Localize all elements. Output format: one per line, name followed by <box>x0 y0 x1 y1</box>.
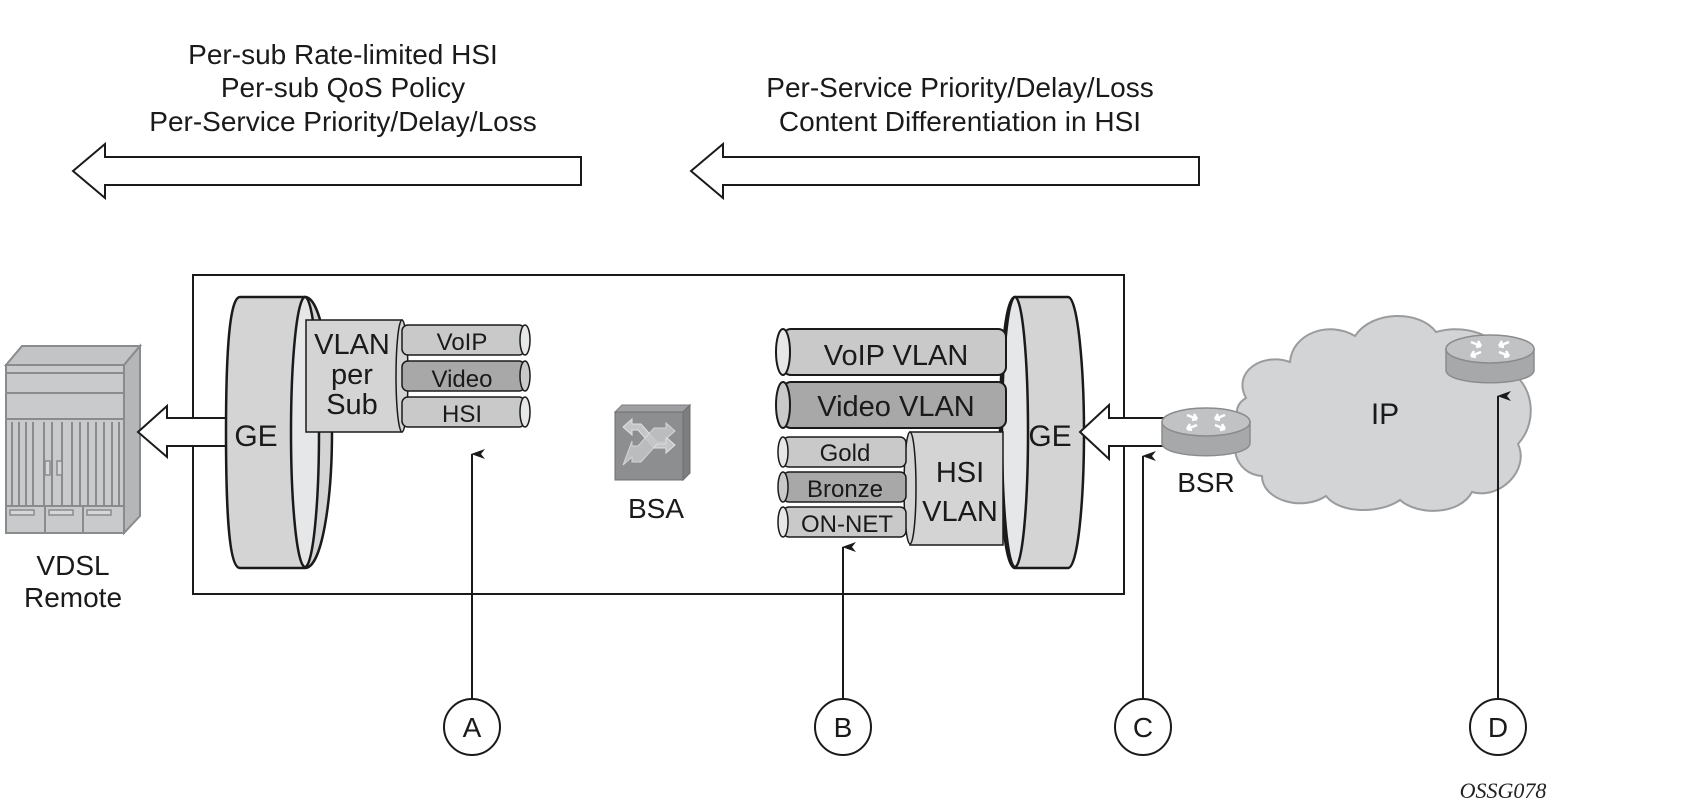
service-vlan-label-voip: VoIP VLAN <box>824 340 969 372</box>
vlan-per-sub-line-3: Sub <box>326 389 378 421</box>
ip-core-router-icon[interactable] <box>1445 334 1535 384</box>
hsi-vlan-cylinder[interactable] <box>903 431 1004 546</box>
left-annotation: Per-sub Rate-limited HSI Per-sub QoS Pol… <box>149 39 536 137</box>
hsi-class-tube-gold[interactable] <box>777 436 907 468</box>
marker-b[interactable]: B <box>814 698 872 756</box>
marker-c[interactable]: C <box>1114 698 1172 756</box>
left-annotation-line-3: Per-Service Priority/Delay/Loss <box>149 106 536 137</box>
right-annotation-line-1: Per-Service Priority/Delay/Loss <box>766 72 1153 103</box>
left-annotation-line-2: Per-sub QoS Policy <box>221 72 465 103</box>
right-flow-arrow <box>689 141 1200 201</box>
hsi-vlan-line-1: HSI <box>936 457 984 489</box>
sub-service-tube-hsi[interactable] <box>401 396 531 428</box>
sub-service-label-hsi: HSI <box>442 401 482 428</box>
bsr-to-ge-arrow <box>1078 402 1164 462</box>
vdsl-remote-icon[interactable] <box>3 343 143 536</box>
left-annotation-line-1: Per-sub Rate-limited HSI <box>188 39 498 70</box>
sub-service-label-voip: VoIP <box>437 329 488 356</box>
sub-service-label-video: Video <box>432 366 493 393</box>
marker-d-label: D <box>1488 712 1508 743</box>
marker-a-label: A <box>463 712 482 743</box>
vdsl-label-line-2: Remote <box>24 582 122 613</box>
right-ge-disc[interactable] <box>998 295 1086 570</box>
sub-service-tube-video[interactable] <box>401 360 531 392</box>
vlan-per-sub-line-2: per <box>331 359 373 391</box>
hsi-class-tube-on-net[interactable] <box>777 506 907 538</box>
left-ge-label: GE <box>234 420 277 453</box>
bsr-router-icon[interactable] <box>1161 407 1251 457</box>
marker-c-label: C <box>1133 712 1153 743</box>
sub-service-tube-voip[interactable] <box>401 324 531 356</box>
hsi-class-tube-bronze[interactable] <box>777 471 907 503</box>
hsi-class-label-on-net: ON-NET <box>801 511 893 538</box>
hsi-class-label-bronze: Bronze <box>807 476 883 503</box>
bsr-label: BSR <box>1177 467 1235 498</box>
right-annotation-line-2: Content Differentiation in HSI <box>779 106 1141 137</box>
service-vlan-label-video: Video VLAN <box>817 391 974 423</box>
service-vlan-tube-voip[interactable] <box>775 328 1007 376</box>
right-annotation: Per-Service Priority/Delay/Loss Content … <box>766 72 1153 137</box>
marker-b-label: B <box>834 712 853 743</box>
figure-id: OSSG078 <box>1460 778 1547 803</box>
vlan-per-sub-line-1: VLAN <box>314 329 390 361</box>
ip-cloud-label: IP <box>1371 398 1399 431</box>
bsa-switch-icon[interactable] <box>613 403 692 482</box>
marker-a[interactable]: A <box>443 698 501 756</box>
left-flow-arrow <box>71 141 582 201</box>
vdsl-label-line-1: VDSL <box>36 550 109 581</box>
service-vlan-tube-video[interactable] <box>775 381 1007 429</box>
hsi-vlan-line-2: VLAN <box>922 496 998 528</box>
marker-d[interactable]: D <box>1469 698 1527 756</box>
bsa-label: BSA <box>628 493 684 524</box>
ge-to-vdsl-arrow <box>136 403 227 460</box>
hsi-class-label-gold: Gold <box>820 440 871 467</box>
right-ge-label: GE <box>1028 420 1071 453</box>
